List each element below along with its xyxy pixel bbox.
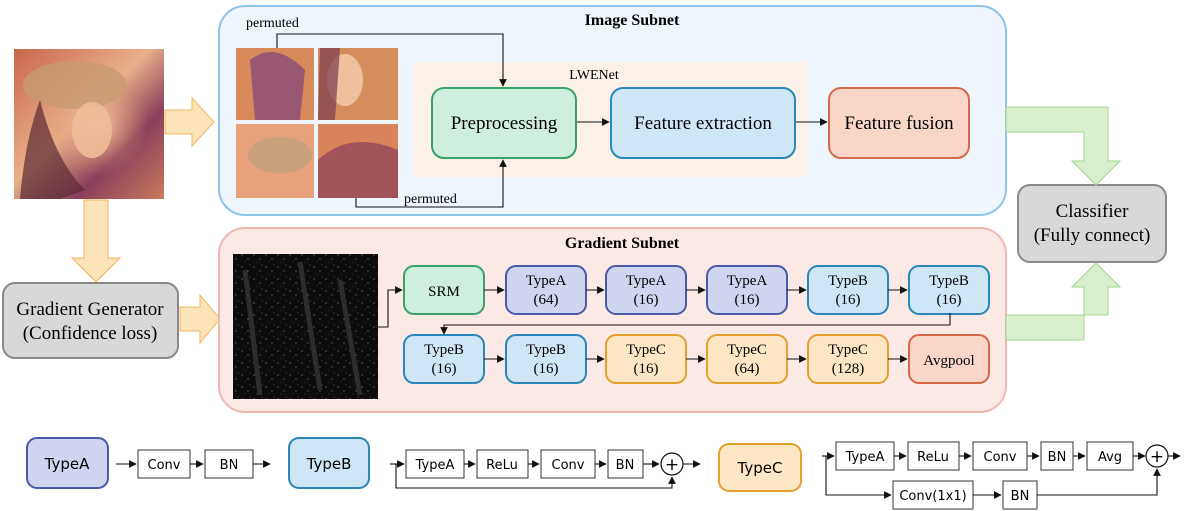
legend-typec-shortcut-bn: [1002, 480, 1038, 510]
permuted-top-connector: [276, 33, 507, 87]
gradient-row2-block-4-channels: (128): [832, 361, 865, 377]
legend-typec-shortcut-out: [1037, 468, 1161, 496]
legend-typec-label: TypeC: [737, 459, 783, 477]
legend-typea-bn: [204, 449, 254, 479]
legend-typec-shortcut-bn-label: BN: [1011, 489, 1030, 504]
arrow-row1-to-row2: [440, 313, 951, 335]
gradient-row1-block-2-channels: (16): [634, 292, 659, 308]
legend-typec-bn-label: BN: [1048, 450, 1067, 465]
legend-typeb-typea: [405, 449, 465, 479]
permuted-label-top: permuted: [246, 16, 299, 31]
legend-typeb-label: TypeB: [306, 455, 352, 473]
legend-typea-bn-label: BN: [220, 458, 239, 473]
gradient-row1-block-5-name: TypeB: [929, 273, 969, 289]
feature-extraction-label: Feature extraction: [634, 113, 772, 134]
gradient-row2-block-2-channels: (16): [634, 361, 659, 377]
legend-typec-conv1x1: [892, 480, 974, 510]
classifier-line2: (Fully connect): [1034, 225, 1151, 246]
legend-typec-typea-label: TypeA: [845, 450, 885, 465]
feature-fusion-label: Feature fusion: [844, 113, 954, 134]
legend-typeb-add-label: +: [665, 455, 679, 475]
gradient-row2-block-0-name: TypeB: [424, 342, 464, 358]
gradient-row2-block-5: [908, 334, 990, 384]
permuted-bottom-connector: [355, 159, 507, 208]
legend-typec-avg-label: Avg: [1098, 450, 1122, 465]
lwenet-label: LWENet: [569, 68, 619, 83]
legend-typec-relu: [907, 441, 960, 471]
block-arrow-to-gradient-subnet: [179, 293, 221, 345]
gradient-row2-block-5-name: Avgpool: [923, 353, 974, 369]
permuted-image-grid: [236, 48, 398, 198]
gradient-row2-block-4-name: TypeC: [828, 342, 868, 358]
feature-extraction-block: [610, 87, 796, 159]
gradient-row1-block-1-name: TypeA: [526, 273, 567, 289]
legend-typec-conv-label: Conv: [984, 450, 1017, 465]
classifier-block: [1017, 184, 1167, 263]
arrow-gradient-map-to-srm: [378, 286, 403, 328]
gradient-row1-block-0-name: SRM: [428, 284, 460, 300]
gradient-generator-line1: Gradient Generator: [16, 299, 164, 320]
gradient-row1-block-2-name: TypeA: [626, 273, 667, 289]
block-arrow-to-gradient-generator: [70, 199, 122, 283]
legend-typeb-typea-label: TypeA: [415, 458, 455, 473]
classifier-line1: Classifier: [1056, 201, 1129, 222]
legend-typeb-relu-label: ReLu: [486, 458, 518, 473]
legend-typec-bn: [1040, 441, 1074, 471]
legend-typec-conv1x1-label: Conv(1x1): [899, 489, 966, 504]
legend-typeb-bn-label: BN: [616, 458, 635, 473]
legend-typec-shortcut-in: [825, 456, 892, 499]
green-arrow-image-to-classifier: [1005, 106, 1122, 186]
block-arrow-to-image-subnet: [164, 96, 215, 148]
gradient-row2-block-0-channels: (16): [432, 361, 457, 377]
gradient-row1-block-4-channels: (16): [836, 292, 861, 308]
legend-typec-block: [718, 443, 802, 492]
gradient-row2-block-3-channels: (64): [735, 361, 760, 377]
gradient-generator-block: [2, 282, 179, 359]
feature-fusion-block: [828, 87, 970, 159]
legend-typea-conv-label: Conv: [148, 458, 181, 473]
legend-typea-conv: [137, 449, 191, 479]
gradient-row2-block-1-channels: (16): [534, 361, 559, 377]
gradient-generator-line2: (Confidence loss): [23, 323, 158, 344]
legend-typea-label: TypeA: [44, 455, 90, 473]
gradient-row1-block-3-channels: (16): [735, 292, 760, 308]
gradient-subnet-title: Gradient Subnet: [565, 235, 680, 252]
gradient-row1-block-1-channels: (64): [534, 292, 559, 308]
gradient-row2-block-3-name: TypeC: [727, 342, 767, 358]
legend-typec-relu-label: ReLu: [917, 450, 949, 465]
gradient-row2-block-1-name: TypeB: [526, 342, 566, 358]
input-image: [14, 49, 164, 199]
gradient-row1-block-4-name: TypeB: [828, 273, 868, 289]
gradient-row1-block-5: [908, 265, 990, 315]
legend-typeb-block: [288, 437, 370, 489]
gradient-row1-block-5-channels: (16): [937, 292, 962, 308]
legend-typec-add-label: +: [1150, 447, 1164, 467]
image-subnet-title: Image Subnet: [585, 12, 680, 29]
legend-typeb-conv: [540, 449, 596, 479]
permuted-label-bottom: permuted: [404, 192, 457, 207]
preprocessing-block: [431, 87, 577, 159]
legend-typec-typea: [835, 441, 895, 471]
legend-typea-block: [26, 437, 109, 489]
legend-typeb-skip: [395, 464, 676, 489]
gradient-row1-block-3-name: TypeA: [727, 273, 768, 289]
legend-typeb-conv-label: Conv: [552, 458, 585, 473]
legend-typec-conv: [972, 441, 1028, 471]
preprocessing-label: Preprocessing: [451, 113, 558, 134]
gradient-row2-block-2-name: TypeC: [626, 342, 666, 358]
green-arrow-gradient-to-classifier: [1005, 262, 1122, 341]
